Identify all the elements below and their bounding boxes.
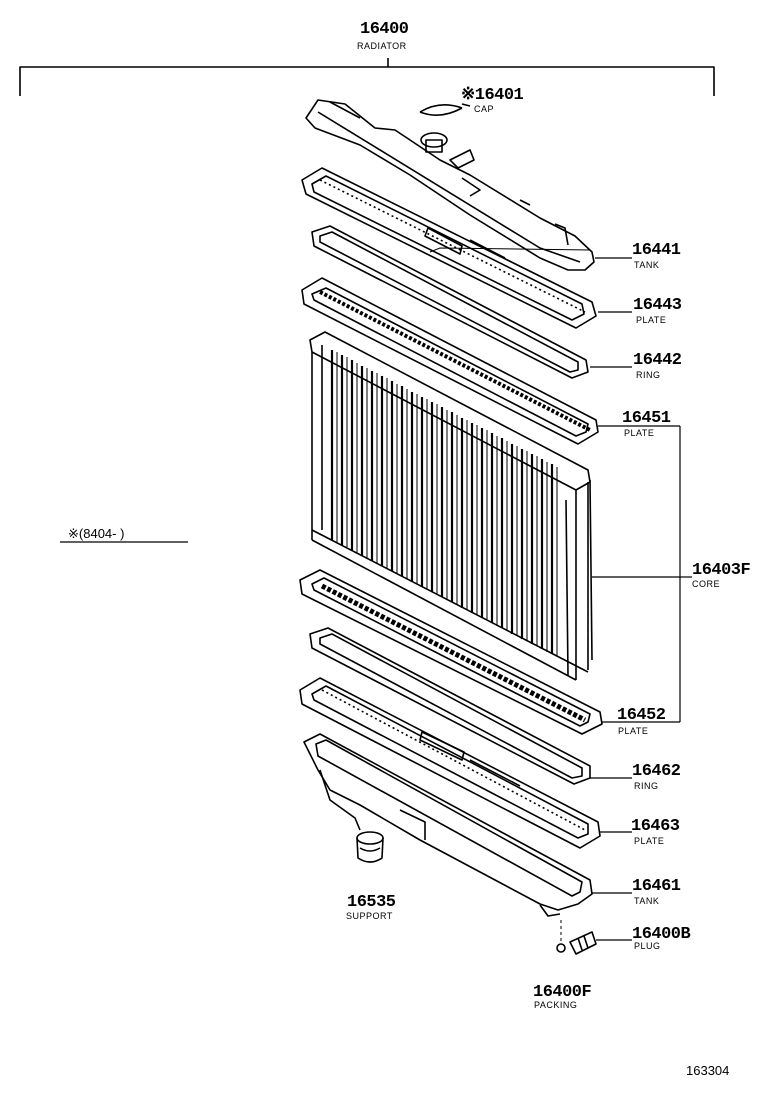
lower-core-plate-part	[299, 569, 603, 735]
upper-core-plate-part	[301, 277, 599, 445]
upper-plate-part	[301, 167, 597, 329]
part-16400B-name: PLUG	[634, 941, 661, 951]
part-16441-name: TANK	[634, 260, 660, 270]
part-16442-number: 16442	[633, 351, 682, 370]
part-16442-name: RING	[636, 370, 661, 380]
part-16400F-number: 16400F	[533, 983, 592, 1002]
part-16401-name: CAP	[474, 104, 495, 114]
part-16535-number: 16535	[347, 893, 396, 912]
upper-tank-part	[305, 99, 595, 271]
support-part	[356, 831, 384, 863]
part-16452-name: PLATE	[618, 726, 649, 736]
part-16401-number: ※16401	[461, 86, 524, 105]
part-16461-name: TANK	[634, 896, 660, 906]
part-16462-number: 16462	[632, 762, 681, 781]
upper-ring-part	[311, 225, 591, 379]
part-16400B-number: 16400B	[632, 925, 691, 944]
part-16451-name: PLATE	[624, 428, 655, 438]
part-16462-name: RING	[634, 781, 659, 791]
diagram-code: 163304	[686, 1063, 730, 1078]
radiator-cap-part	[419, 103, 471, 116]
part-16400F-name: PACKING	[534, 1000, 578, 1010]
lower-plate-part	[299, 677, 601, 849]
leader-lines	[60, 257, 692, 941]
lower-tank-part	[303, 733, 593, 917]
part-16443-number: 16443	[633, 296, 682, 315]
part-16451-number: 16451	[622, 409, 671, 428]
part-16443-name: PLATE	[636, 315, 667, 325]
part-16441-number: 16441	[632, 241, 681, 260]
packing-part	[556, 920, 566, 953]
date-range-note: ※(8404- )	[68, 527, 124, 540]
part-16403F-number: 16403F	[692, 561, 751, 580]
part-16535-name: SUPPORT	[346, 911, 393, 921]
part-16463-name: PLATE	[634, 836, 665, 846]
note-text: (8404- )	[78, 526, 125, 541]
assembly-name: RADIATOR	[357, 41, 407, 51]
assembly-number: 16400	[360, 20, 409, 39]
cap-mark: ※	[461, 86, 475, 105]
assembly-bracket	[19, 58, 715, 96]
part-16403F-name: CORE	[692, 579, 721, 589]
plug-part	[569, 931, 597, 955]
note-mark: ※	[68, 526, 79, 541]
radiator-core-part	[309, 331, 593, 681]
part-16461-number: 16461	[632, 877, 681, 896]
part-16452-number: 16452	[617, 706, 666, 725]
part-16463-number: 16463	[631, 817, 680, 836]
